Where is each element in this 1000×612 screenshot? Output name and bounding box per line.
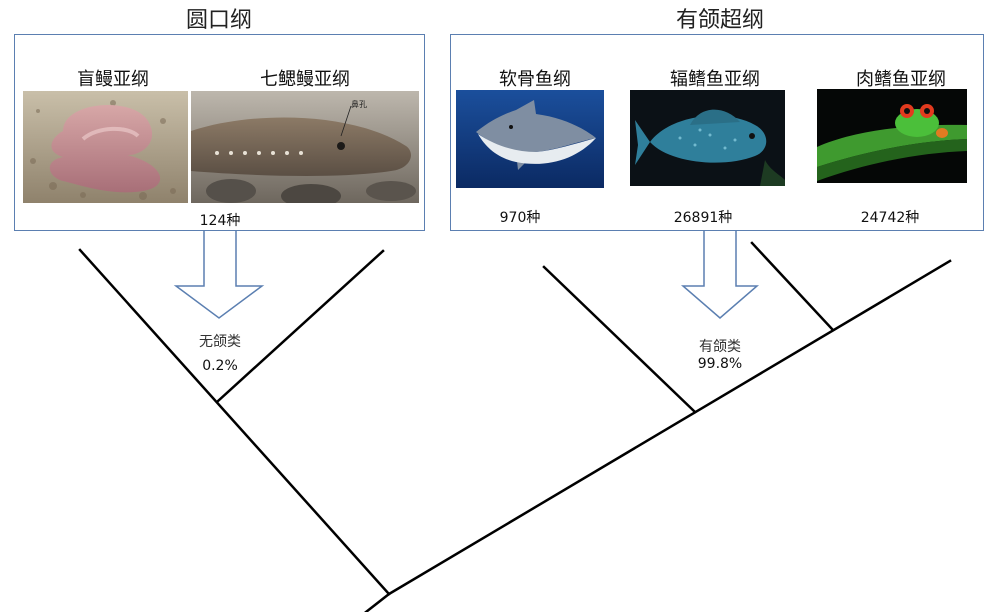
gnathostomes-percent: 99.8% [697, 356, 743, 372]
lamprey-photo: 鼻孔 [191, 91, 419, 203]
cyclostomata-title: 圆口纲 [186, 8, 253, 33]
taxon-label-chondrichthyes: 软骨鱼纲 [499, 69, 571, 90]
ray-finned-fish-photo [630, 90, 785, 186]
taxon-label-hagfish: 盲鳗亚纲 [77, 69, 149, 90]
frog-photo [817, 89, 967, 183]
cyclostomata-count: 124种 [199, 213, 241, 229]
lamprey-annotation: 鼻孔 [351, 100, 367, 109]
taxon-label-sarcopterygii: 肉鳍鱼亚纲 [856, 69, 946, 90]
sarcopterygii-count: 24742种 [860, 210, 920, 226]
arrow-gnathostomata [680, 231, 760, 319]
taxon-label-lamprey: 七鳃鳗亚纲 [260, 69, 350, 90]
agnatha-label: 无颌类 [199, 334, 241, 350]
arrow-cyclostomata [173, 231, 265, 319]
gnathostomata-box [450, 34, 984, 231]
gnathostomes-label: 有颌类 [699, 339, 741, 355]
actinopterygii-count: 26891种 [673, 210, 733, 226]
cyclostomata-box [14, 34, 425, 231]
shark-photo [456, 90, 604, 188]
taxon-label-actinopterygii: 辐鳍鱼亚纲 [670, 69, 760, 90]
agnatha-percent: 0.2% [202, 358, 238, 374]
chondrichthyes-count: 970种 [499, 210, 541, 226]
hagfish-photo [23, 91, 188, 203]
gnathostomata-title: 有颌超纲 [676, 8, 765, 33]
